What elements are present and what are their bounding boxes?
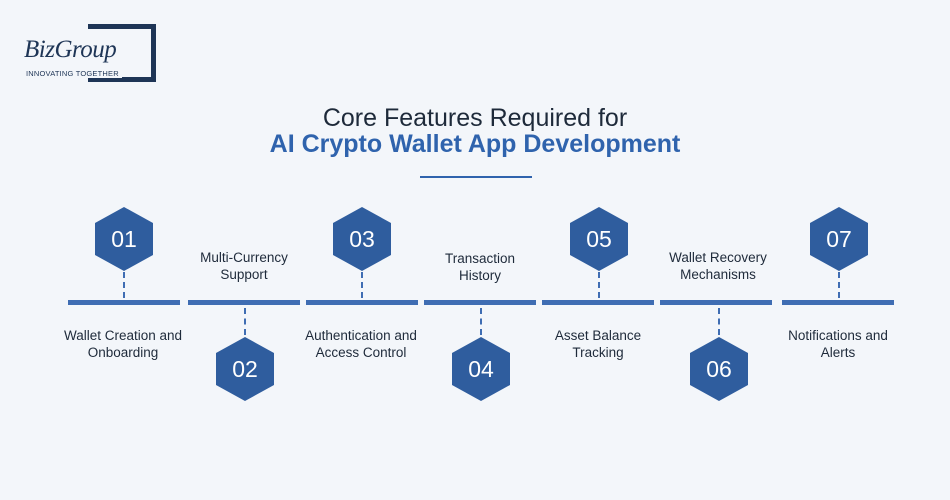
timeline-segment-05 [542, 300, 654, 305]
feature-04-connector [480, 308, 482, 335]
logo-wordmark: BizGroup [24, 36, 119, 64]
bizgroup-logo: BizGroup INNOVATING TOGETHER [24, 24, 158, 86]
timeline-segment-03 [306, 300, 418, 305]
logo-frame [88, 24, 156, 82]
feature-05-label-line-2: Tracking [572, 345, 624, 360]
feature-02-hexagon: 02 [216, 337, 274, 401]
feature-03-hexagon: 03 [333, 207, 391, 271]
feature-03-label-line-2: Access Control [315, 345, 407, 360]
timeline-segment-04 [424, 300, 536, 305]
feature-06-label-line-2: Mechanisms [680, 267, 756, 282]
feature-07-label: Notifications and Alerts [763, 327, 913, 361]
feature-02-label-line-1: Multi-Currency [200, 250, 288, 265]
feature-02-connector [244, 308, 246, 335]
feature-01-label-line-2: Onboarding [87, 345, 159, 360]
feature-03-connector [361, 272, 363, 298]
title-underline [420, 176, 532, 178]
feature-07-connector [838, 272, 840, 298]
feature-04-hexagon: 04 [452, 337, 510, 401]
page-title-line-2: AI Crypto Wallet App Development [269, 130, 681, 158]
feature-06-connector [718, 308, 720, 335]
feature-06-hexagon: 06 [690, 337, 748, 401]
feature-07-hexagon: 07 [810, 207, 868, 271]
timeline-segment-01 [68, 300, 180, 305]
feature-02-label: Multi-Currency Support [169, 249, 319, 283]
feature-04-label-line-2: History [458, 268, 501, 283]
feature-01-connector [123, 272, 125, 298]
feature-07-label-line-2: Alerts [820, 345, 856, 360]
feature-05-connector [598, 272, 600, 298]
page-title-line-1: Core Features Required for [322, 104, 628, 132]
logo-tagline: INNOVATING TOGETHER [26, 69, 122, 78]
feature-03-label-line-1: Authentication and [305, 328, 417, 343]
feature-05-hexagon: 05 [570, 207, 628, 271]
feature-04-label-line-1: Transaction [444, 251, 516, 266]
feature-07-label-line-1: Notifications and [788, 328, 888, 343]
feature-06-label-line-1: Wallet Recovery [669, 250, 767, 265]
timeline-segment-02 [188, 300, 300, 305]
feature-02-label-line-2: Support [220, 267, 268, 282]
feature-05-label-line-1: Asset Balance [554, 328, 642, 343]
timeline-segment-07 [782, 300, 894, 305]
timeline-segment-06 [660, 300, 772, 305]
feature-04-label: Transaction History [405, 250, 555, 284]
feature-01-label-line-1: Wallet Creation and [63, 328, 183, 343]
feature-01-hexagon: 01 [95, 207, 153, 271]
feature-01-label: Wallet Creation and Onboarding [48, 327, 198, 361]
feature-05-label: Asset Balance Tracking [523, 327, 673, 361]
feature-03-label: Authentication and Access Control [286, 327, 436, 361]
feature-06-label: Wallet Recovery Mechanisms [643, 249, 793, 283]
